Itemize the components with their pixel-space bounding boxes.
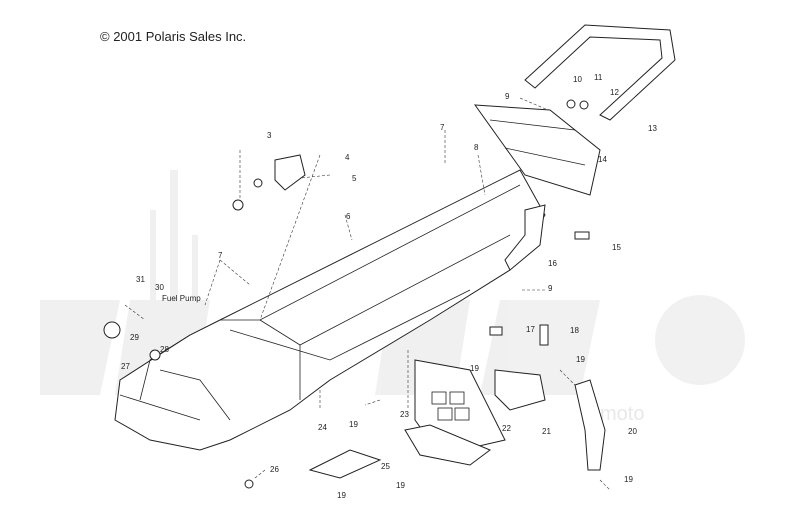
callout-21: 21 bbox=[542, 427, 551, 436]
callout-9-b: 9 bbox=[548, 284, 553, 293]
watermark-text: moto bbox=[600, 403, 644, 425]
callout-12: 12 bbox=[610, 88, 619, 97]
callout-31: 31 bbox=[136, 275, 145, 284]
callout-7-a: 7 bbox=[440, 123, 445, 132]
callout-19-a: 19 bbox=[470, 364, 479, 373]
callout-6: 6 bbox=[346, 212, 351, 221]
callout-16: 16 bbox=[548, 259, 557, 268]
copyright-text: © 2001 Polaris Sales Inc. bbox=[100, 29, 247, 44]
chassis-tunnel bbox=[114, 169, 546, 451]
callout-20: 20 bbox=[628, 427, 637, 436]
fuel-pump-label: Fuel Pump bbox=[162, 294, 201, 303]
callout-19-c: 19 bbox=[349, 420, 358, 429]
rear-bumper bbox=[524, 24, 676, 121]
callout-27: 27 bbox=[121, 362, 130, 371]
side-plates bbox=[308, 359, 606, 479]
callout-13: 13 bbox=[648, 124, 657, 133]
callout-19-e: 19 bbox=[396, 481, 405, 490]
callout-7-b: 7 bbox=[218, 251, 223, 260]
callout-24: 24 bbox=[318, 423, 327, 432]
callout-15: 15 bbox=[612, 243, 621, 252]
callout-30: 30 bbox=[155, 283, 164, 292]
running-board bbox=[504, 204, 546, 271]
callout-8: 8 bbox=[474, 143, 479, 152]
snow-flap bbox=[473, 104, 601, 196]
callout-3: 3 bbox=[267, 131, 272, 140]
leader-lines bbox=[124, 97, 611, 491]
callout-17: 17 bbox=[526, 325, 535, 334]
callout-23: 23 bbox=[400, 410, 409, 419]
small-parts bbox=[103, 99, 590, 489]
callout-19-f: 19 bbox=[337, 491, 346, 500]
callout-26: 26 bbox=[270, 465, 279, 474]
callout-18: 18 bbox=[570, 326, 579, 335]
callout-28: 28 bbox=[160, 345, 169, 354]
callout-labels: 3 4 5 6 7 7 8 9 9 10 11 12 13 14 15 16 1… bbox=[121, 73, 657, 500]
callout-9-a: 9 bbox=[505, 92, 510, 101]
callout-25: 25 bbox=[381, 462, 390, 471]
callout-5: 5 bbox=[352, 174, 357, 183]
callout-19-b: 19 bbox=[576, 355, 585, 364]
callout-19-d: 19 bbox=[624, 475, 633, 484]
callout-10: 10 bbox=[573, 75, 582, 84]
callout-14: 14 bbox=[598, 155, 607, 164]
callout-4: 4 bbox=[345, 153, 350, 162]
callout-29: 29 bbox=[130, 333, 139, 342]
callout-22: 22 bbox=[502, 424, 511, 433]
callout-11: 11 bbox=[594, 73, 603, 82]
